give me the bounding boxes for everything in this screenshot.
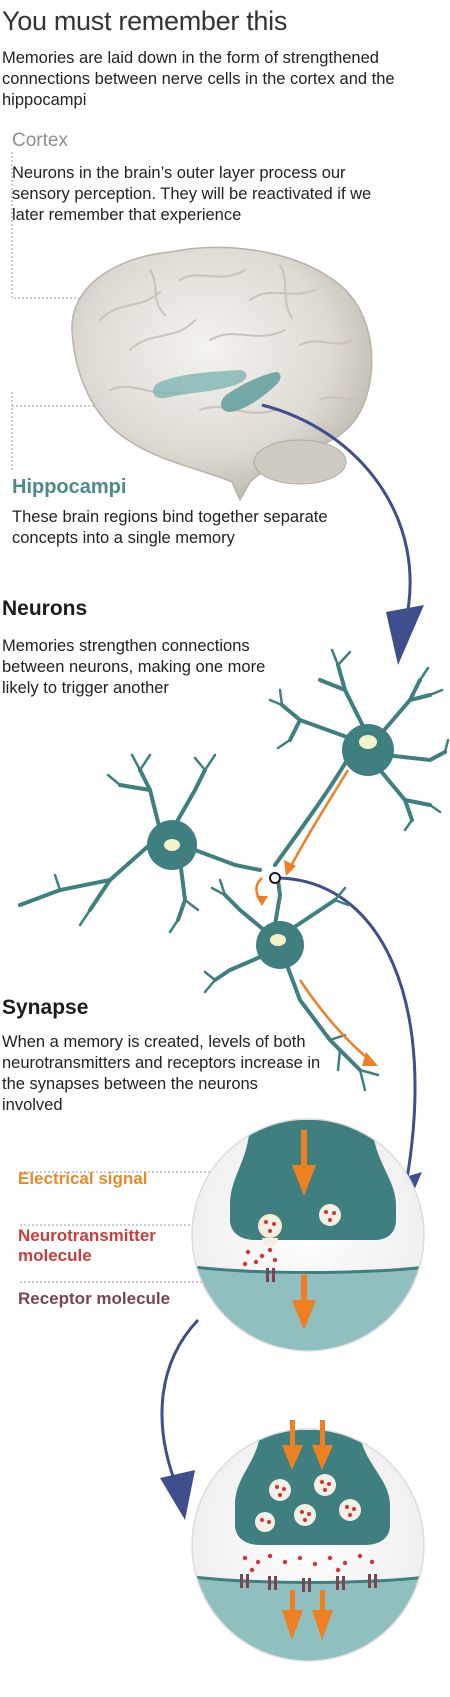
neurotransmitter-dots-top: [242, 1247, 278, 1267]
synapse-circle-top: [191, 1118, 425, 1352]
synapse-description: When a memory is created, levels of both…: [2, 1033, 321, 1114]
electrical-arrow-icon: [292, 1165, 316, 1196]
arrow-head-icon: [160, 1470, 195, 1520]
arrow-head-icon: [386, 605, 424, 665]
synapse-point-icon: [269, 872, 281, 884]
synapse-heading: Synapse: [2, 996, 89, 1019]
subtitle: Memories are laid down in the form of st…: [2, 49, 395, 109]
brain-illustration: [71, 246, 373, 502]
receptor-label: Receptor molecule: [18, 1289, 171, 1308]
cortex-label: Cortex: [12, 130, 68, 151]
electrical-signal-label: Electrical signal: [18, 1169, 148, 1188]
hippocampi-description: These brain regions bind together separa…: [12, 508, 328, 547]
neuron-upper-right: [268, 648, 450, 867]
neuron-bodies: [147, 724, 394, 969]
signal-arrow-heads: [256, 860, 378, 1066]
receptor-molecule-top: [266, 1268, 275, 1282]
arrow-brain-to-neurons: [261, 403, 412, 626]
page-title: You must remember this: [2, 6, 288, 36]
flow-arrows: [160, 403, 417, 1491]
hippocampi-label: Hippocampi: [12, 476, 127, 498]
synapse-circle-bottom: [191, 1420, 425, 1662]
neurotransmitter-label: Neurotransmitter molecule: [18, 1226, 156, 1265]
electrical-arrows-bottom: [282, 1420, 333, 1640]
receptor-molecules-bottom: [240, 1574, 377, 1592]
neurotransmitter-dots-bottom: [242, 1553, 375, 1573]
arrow-neurons-to-synapse: [277, 876, 417, 1191]
neuron-lower: [203, 878, 380, 1092]
neurons-illustration: [18, 648, 450, 1092]
hippocampus-highlight: [152, 370, 247, 399]
neurons-heading: Neurons: [2, 597, 88, 620]
vesicles-top: [258, 1204, 341, 1247]
neurons-description: Memories strengthen connections between …: [2, 637, 266, 697]
arrow-synapse-to-strengthened: [160, 1318, 200, 1491]
vesicles-bottom: [255, 1474, 361, 1532]
neuron-middle-left: [18, 753, 262, 934]
cortex-description: Neurons in the brain’s outer layer proce…: [12, 164, 372, 224]
